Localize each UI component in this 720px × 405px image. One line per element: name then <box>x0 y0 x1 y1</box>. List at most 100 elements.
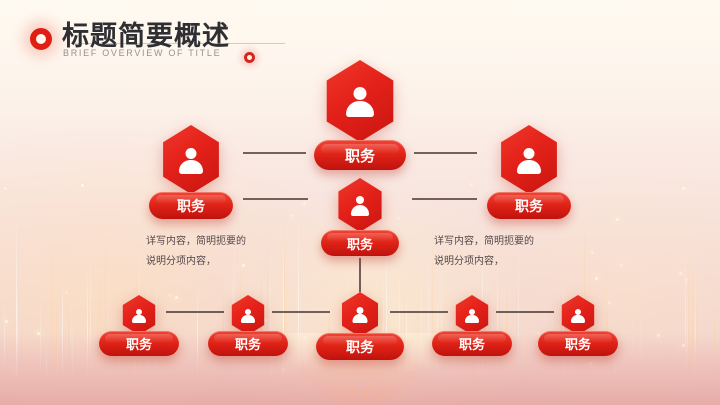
org-node-right-label: 职务 <box>515 197 543 214</box>
connector-bottom-4 <box>496 311 554 313</box>
light-streak <box>587 280 589 380</box>
light-particle <box>620 264 623 267</box>
light-streak <box>385 244 387 380</box>
light-streak <box>686 279 688 380</box>
title-underline <box>75 43 285 44</box>
person-icon <box>132 308 147 323</box>
ring-decoration-small-icon <box>244 52 255 63</box>
org-node-bottom-3-label: 职务 <box>346 338 374 355</box>
light-streak <box>89 242 91 380</box>
light-streak <box>687 239 689 380</box>
light-particle <box>470 183 473 186</box>
hexagon-avatar-bottom-4 <box>454 295 490 335</box>
description-right-line2: 说明分项内容， <box>434 256 504 267</box>
light-particle <box>81 184 84 187</box>
light-particle <box>685 278 688 281</box>
connector-mid-right <box>412 198 477 200</box>
light-streak <box>298 208 300 380</box>
light-streak <box>51 227 53 380</box>
org-node-bottom-5-label-pill[interactable]: 职务 <box>538 331 618 356</box>
connector-mid-left <box>243 198 308 200</box>
connector-bottom-2 <box>272 311 330 313</box>
light-particle <box>175 296 178 299</box>
org-node-top-label-pill[interactable]: 职务 <box>314 140 406 170</box>
light-streak <box>283 210 285 380</box>
description-left-line2: 说明分项内容， <box>146 256 216 267</box>
org-node-middle-label-pill[interactable]: 职务 <box>321 230 399 256</box>
org-node-bottom-1-label-pill[interactable]: 职务 <box>99 331 179 356</box>
light-streak <box>382 276 384 380</box>
light-particle <box>608 301 611 304</box>
light-particle <box>595 277 598 280</box>
light-streak <box>86 266 88 380</box>
light-streak <box>234 216 236 380</box>
light-particle <box>4 187 7 190</box>
light-streak <box>696 273 697 380</box>
light-streak <box>404 281 406 380</box>
light-streak <box>420 229 422 380</box>
light-streak <box>441 249 443 380</box>
light-particle <box>264 319 267 322</box>
light-streak <box>584 217 586 380</box>
light-streak <box>99 250 101 380</box>
org-node-middle-label: 职务 <box>346 236 373 252</box>
light-streak <box>685 239 686 380</box>
light-particle <box>36 182 39 185</box>
org-node-bottom-4-label: 职务 <box>458 337 485 352</box>
org-node-bottom-2-label: 职务 <box>234 337 261 352</box>
page-title: 标题简要概述 <box>62 21 230 51</box>
hexagon-avatar-right <box>498 125 560 194</box>
connector-bottom-1 <box>166 311 224 313</box>
person-icon <box>178 147 204 174</box>
light-streak <box>517 223 519 380</box>
light-streak <box>16 210 18 380</box>
light-streak <box>105 225 107 380</box>
connector-top-right <box>414 152 477 154</box>
hexagon-avatar-middle <box>336 178 384 232</box>
hexagon-avatar-left <box>160 125 222 194</box>
light-streak <box>694 270 696 380</box>
light-streak <box>270 252 272 380</box>
connector-top-left <box>243 152 306 154</box>
light-particle <box>291 214 294 217</box>
light-streak <box>385 234 387 380</box>
org-node-top-label: 职务 <box>344 147 375 165</box>
person-icon <box>345 86 375 117</box>
light-streak <box>300 265 302 380</box>
light-streak <box>432 209 434 380</box>
light-streak <box>563 279 565 380</box>
light-particle <box>168 294 171 297</box>
light-streak <box>496 219 498 380</box>
light-particle <box>616 218 619 221</box>
description-right-line1: 详写内容，简明扼要的 <box>434 236 534 247</box>
light-particle <box>591 251 594 254</box>
person-icon <box>571 308 586 323</box>
org-node-bottom-1-label: 职务 <box>125 337 152 352</box>
light-streak <box>714 279 716 380</box>
hexagon-avatar-top <box>323 60 397 142</box>
light-streak <box>691 260 693 380</box>
person-icon <box>350 195 370 216</box>
org-node-left-label-pill[interactable]: 职务 <box>149 192 233 219</box>
light-particle <box>5 320 8 323</box>
org-node-bottom-3-label-pill[interactable]: 职务 <box>316 333 404 360</box>
org-node-right-label-pill[interactable]: 职务 <box>487 192 571 219</box>
person-icon <box>352 306 369 323</box>
org-node-bottom-4-label-pill[interactable]: 职务 <box>432 331 512 356</box>
hexagon-avatar-bottom-5 <box>560 295 596 335</box>
light-particle <box>679 272 682 275</box>
connector-bottom-3 <box>390 311 448 313</box>
light-streak <box>482 212 483 380</box>
person-icon <box>241 308 256 323</box>
person-icon <box>465 308 480 323</box>
org-node-bottom-2-label-pill[interactable]: 职务 <box>208 331 288 356</box>
light-streak <box>283 238 285 380</box>
org-node-bottom-5-label: 职务 <box>564 337 591 352</box>
ring-decoration-icon <box>30 28 52 50</box>
hexagon-avatar-bottom-2 <box>230 295 266 335</box>
connector-mid-vertical <box>359 258 361 292</box>
org-node-left-label: 职务 <box>177 197 205 214</box>
light-streak <box>399 266 400 380</box>
